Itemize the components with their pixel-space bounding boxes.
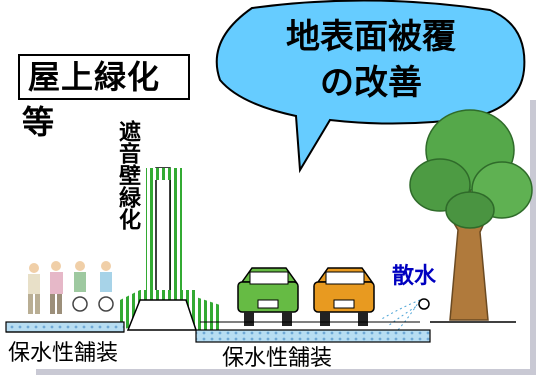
surface-cover-line-1: 地表面被覆 xyxy=(286,17,456,57)
paving-left-surface xyxy=(5,321,125,333)
water-sprinkling-label: 散水 xyxy=(392,264,437,289)
paving-right-surface xyxy=(195,329,431,343)
noise-barrier-wall xyxy=(120,167,220,331)
noise-barrier-greening-label: 遮音壁緑化 xyxy=(115,120,140,230)
surface-cover-line-2: の改善 xyxy=(320,63,422,103)
water-retentive-paving-right-label: 保水性舗装 xyxy=(222,346,333,371)
rooftop-greening-continuation: 等 xyxy=(22,103,55,141)
green-car-illustration xyxy=(237,267,299,326)
surface-cover-improvement-label: 地表面被覆 の改善 xyxy=(240,14,502,106)
frame-shadow xyxy=(36,100,536,375)
water-spray-illustration xyxy=(379,298,430,331)
rooftop-greening-label: 屋上緑化 xyxy=(18,54,190,100)
rooftop-greening-text: 屋上緑化 xyxy=(28,58,161,96)
tree-illustration xyxy=(409,109,533,321)
water-retentive-paving-left-label: 保水性舗装 xyxy=(8,341,119,366)
pedestrians-illustration xyxy=(28,261,114,314)
orange-car-illustration xyxy=(313,267,375,326)
